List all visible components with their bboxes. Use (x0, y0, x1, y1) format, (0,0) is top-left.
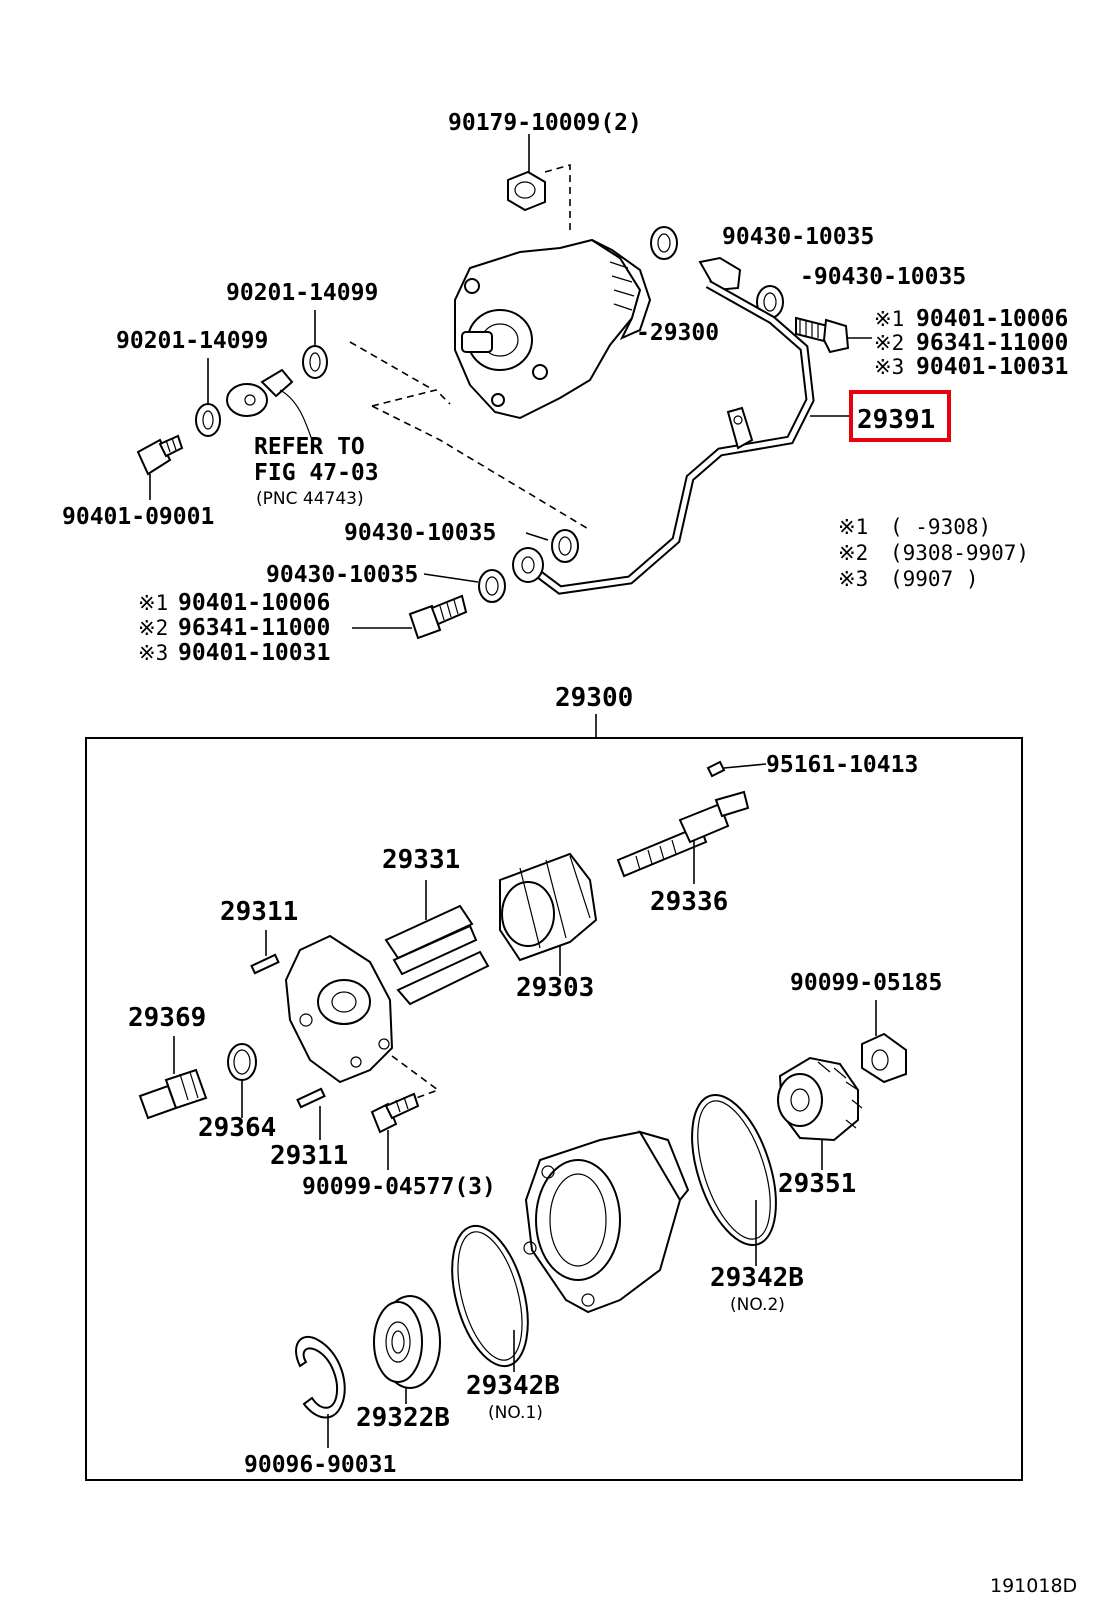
note-mark-right-1: ※1 (874, 307, 904, 331)
label-29342b-no2-sub: (NO.2) (730, 1295, 785, 1315)
exploded-view-frame (85, 737, 1023, 1481)
nut-90099-05185-icon (861, 1032, 907, 1084)
washer-90430-lower-b-icon (478, 569, 506, 603)
note-mark-left-1: ※1 (138, 591, 168, 615)
washer-90430-lower-a-icon (551, 529, 579, 563)
pin-95161-icon (706, 760, 726, 778)
refer-line3: (PNC 44743) (256, 489, 364, 509)
label-90201-lower: 90201-14099 (116, 328, 268, 354)
label-90430-lower-b: 90430-10035 (266, 562, 418, 588)
bolt-90401-09001-icon (136, 434, 184, 476)
bolt-90099-04577-icon (370, 1092, 420, 1134)
label-90096: 90096-90031 (244, 1452, 396, 1478)
label-90430-top: 90430-10035 (722, 224, 874, 250)
note-mark-left-2: ※2 (138, 616, 168, 640)
label-29336: 29336 (650, 887, 728, 917)
label-29369: 29369 (128, 1003, 206, 1033)
rotor-29303-icon (499, 852, 598, 962)
label-right-s2: 96341-11000 (916, 330, 1068, 356)
label-29351: 29351 (778, 1169, 856, 1199)
label-95161: 95161-10413 (766, 752, 918, 778)
label-90430-right: -90430-10035 (800, 264, 966, 290)
washer-90201-a-icon (302, 345, 328, 379)
union-bolt-left-icon (408, 594, 468, 640)
note-mark-right-3: ※3 (874, 355, 904, 379)
note-3-mark: ※3 (838, 567, 868, 591)
note-1-text: ( -9308) (890, 515, 991, 539)
washer-90430-top-icon (650, 226, 678, 260)
label-29300-top: -29300 (636, 320, 719, 346)
label-29331: 29331 (382, 845, 460, 875)
gear-29351-icon (777, 1056, 863, 1142)
pin-29311-a-icon (250, 953, 280, 975)
label-29391: 29391 (857, 405, 935, 435)
label-left-s3: 90401-10031 (178, 640, 330, 666)
note-1-mark: ※1 (838, 515, 868, 539)
label-left-s2: 96341-11000 (178, 615, 330, 641)
bearing-29322b-icon (373, 1295, 441, 1389)
union-fitting-icon (226, 368, 294, 417)
shaft-29336-icon (616, 790, 750, 878)
refer-line1: REFER TO (254, 434, 365, 460)
pin-29311-b-icon (296, 1087, 326, 1109)
union-bolt-right-icon (795, 316, 850, 354)
plug-29369-icon (138, 1068, 208, 1120)
label-90179: 90179-10009(2) (448, 110, 642, 136)
label-29342b-no1-sub: (NO.1) (488, 1403, 543, 1423)
label-90201-upper: 90201-14099 (226, 280, 378, 306)
label-90099-04577: 90099-04577(3) (302, 1174, 496, 1200)
end-cover-icon (284, 934, 394, 1084)
note-2-text: (9308-9907) (890, 541, 1029, 565)
oil-pipe-29391-icon (512, 256, 815, 595)
label-right-s1: 90401-10006 (916, 306, 1068, 332)
figure-id: 191018D (990, 1575, 1077, 1597)
vacuum-pump-icon (454, 238, 652, 420)
label-29311-bottom: 29311 (270, 1141, 348, 1171)
label-90099-05185: 90099-05185 (790, 970, 942, 996)
label-left-s1: 90401-10006 (178, 590, 330, 616)
note-3-text: (9907 ) (890, 567, 979, 591)
refer-line2: FIG 47-03 (254, 460, 379, 486)
label-right-s3: 90401-10031 (916, 354, 1068, 380)
label-29322b: 29322B (356, 1403, 450, 1433)
label-29303: 29303 (516, 973, 594, 1003)
snap-ring-90096-icon (295, 1336, 346, 1419)
label-90401-09001: 90401-09001 (62, 504, 214, 530)
highlight-box (849, 390, 951, 442)
note-2-mark: ※2 (838, 541, 868, 565)
oring-29342b-no2-icon (691, 1093, 777, 1247)
label-29311-top: 29311 (220, 897, 298, 927)
label-29364: 29364 (198, 1113, 276, 1143)
note-mark-right-2: ※2 (874, 331, 904, 355)
oring-29342b-no1-icon (451, 1224, 529, 1368)
label-29342b-no2: 29342B (710, 1263, 804, 1293)
nut-90179-icon (507, 170, 546, 212)
label-29300-box: 29300 (555, 683, 633, 713)
label-29342b-no1: 29342B (466, 1371, 560, 1401)
washer-90201-b-icon (195, 403, 221, 437)
housing-icon (523, 1130, 690, 1314)
label-90430-lower-a: 90430-10035 (344, 520, 496, 546)
note-mark-left-3: ※3 (138, 641, 168, 665)
vanes-29331-icon (384, 904, 490, 1006)
